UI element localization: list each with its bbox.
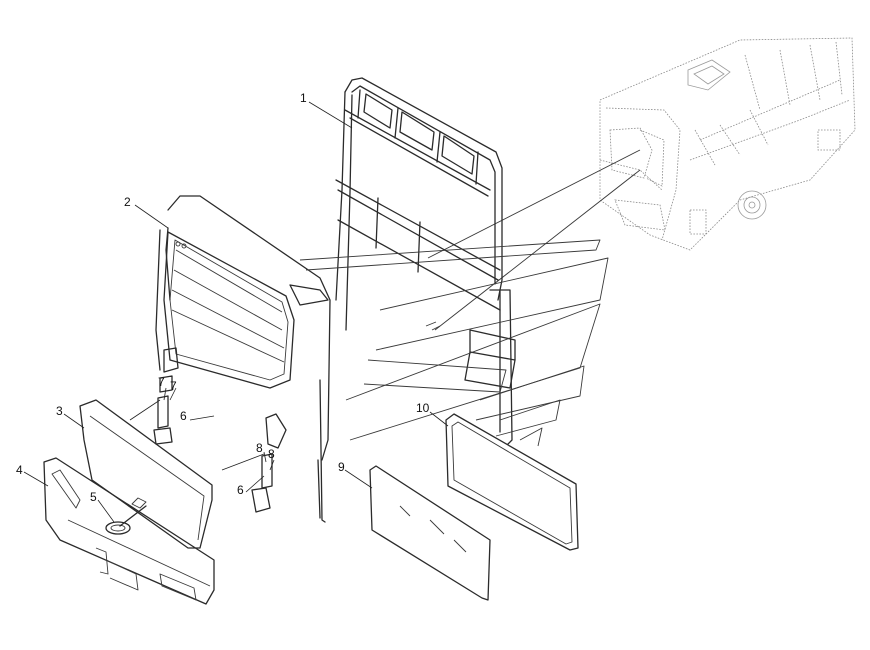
hinge-right-upper <box>265 413 287 449</box>
projection-line <box>427 149 641 259</box>
callout-labels: 1 2 3 4 5 6 7 8 9 10 6 7 8 <box>16 91 430 504</box>
callout-1: 1 <box>300 91 307 105</box>
callout-9: 9 <box>338 460 345 474</box>
callout-6: 6 <box>180 409 187 423</box>
leader-lines <box>23 101 449 523</box>
hinge-left-lower <box>153 395 173 445</box>
bus-reference-view <box>599 37 856 251</box>
callout-7-second: 7 <box>170 379 177 393</box>
callout-5: 5 <box>90 490 97 504</box>
assembly-guides <box>299 239 609 447</box>
hinge-left-upper <box>159 347 179 393</box>
tailgate-panel <box>79 399 213 549</box>
side-glass <box>369 465 491 601</box>
handle-emblem <box>105 505 147 535</box>
back-panel <box>155 195 331 523</box>
callout-8-second: 8 <box>268 447 275 461</box>
projection-line <box>434 169 641 331</box>
callout-2: 2 <box>124 195 131 209</box>
window-frame-cage <box>335 77 516 445</box>
callout-4: 4 <box>16 463 23 477</box>
callout-7: 7 <box>158 375 165 389</box>
callout-3: 3 <box>56 404 63 418</box>
callout-6-second: 6 <box>237 483 244 497</box>
window-seal <box>445 413 579 551</box>
lower-door-panel <box>43 457 215 605</box>
callout-8: 8 <box>256 441 263 455</box>
callout-10: 10 <box>416 401 430 415</box>
hinge-right-lower <box>251 453 273 513</box>
